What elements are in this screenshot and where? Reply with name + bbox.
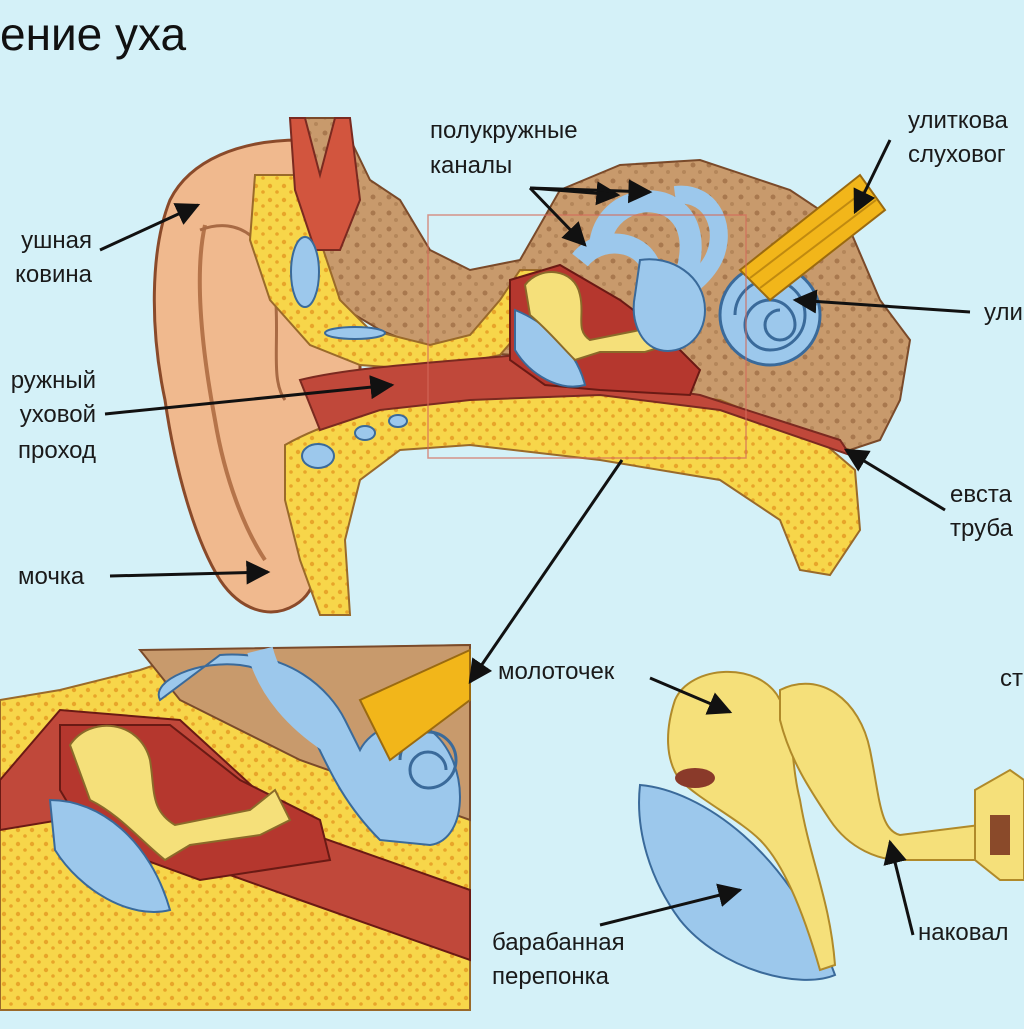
- label-stapes: ст: [1000, 665, 1023, 692]
- eardrum-detail: [638, 783, 837, 981]
- sinus-3: [301, 443, 335, 469]
- ear-canal: [298, 353, 853, 457]
- sinus-1: [290, 236, 320, 308]
- ossicles-detail: [638, 670, 1024, 981]
- label-malleus: молоточек: [498, 658, 615, 685]
- label-eustachian-1: евста: [950, 481, 1012, 508]
- label-auricle-2: ковина: [15, 261, 92, 288]
- cochlear-nerve-main: [738, 173, 887, 302]
- label-semicircular-2: каналы: [430, 152, 513, 179]
- stapes-base: [990, 815, 1010, 855]
- label-cochlear-nerve-1: улиткова: [908, 107, 1008, 134]
- label-lobe: мочка: [18, 563, 85, 590]
- zoom-section: [0, 643, 471, 1011]
- label-cochlea: ули: [984, 299, 1023, 326]
- main-ear-section: [152, 117, 912, 616]
- malleus-notch: [675, 768, 715, 788]
- label-eustachian-2: труба: [950, 515, 1013, 542]
- diagram-title: ение уха: [0, 8, 187, 60]
- vessel-strip: [288, 117, 362, 251]
- sinus-5: [388, 414, 408, 428]
- auricle-inner-fold: [197, 224, 267, 562]
- detail-frame: [427, 214, 747, 459]
- label-auricle-1: ушная: [21, 227, 92, 254]
- label-canal-3: проход: [18, 437, 96, 464]
- vestibule: [632, 258, 707, 352]
- label-canal-1: ружный: [10, 367, 96, 394]
- label-cochlear-nerve-2: слуховог: [908, 141, 1006, 168]
- upper-spongy-bone: [248, 174, 542, 372]
- label-incus: наковал: [918, 919, 1009, 946]
- label-canal-2: уховой: [19, 401, 96, 428]
- label-eardrum-2: перепонка: [492, 963, 610, 990]
- sinus-4: [354, 425, 376, 441]
- incus-detail: [779, 682, 987, 861]
- ossicles-main: [523, 271, 670, 362]
- leader-arrows: [99, 139, 971, 936]
- label-semicircular-1: полукружные: [430, 117, 578, 144]
- label-eardrum-1: барабанная: [492, 929, 625, 956]
- sinus-2: [324, 326, 386, 340]
